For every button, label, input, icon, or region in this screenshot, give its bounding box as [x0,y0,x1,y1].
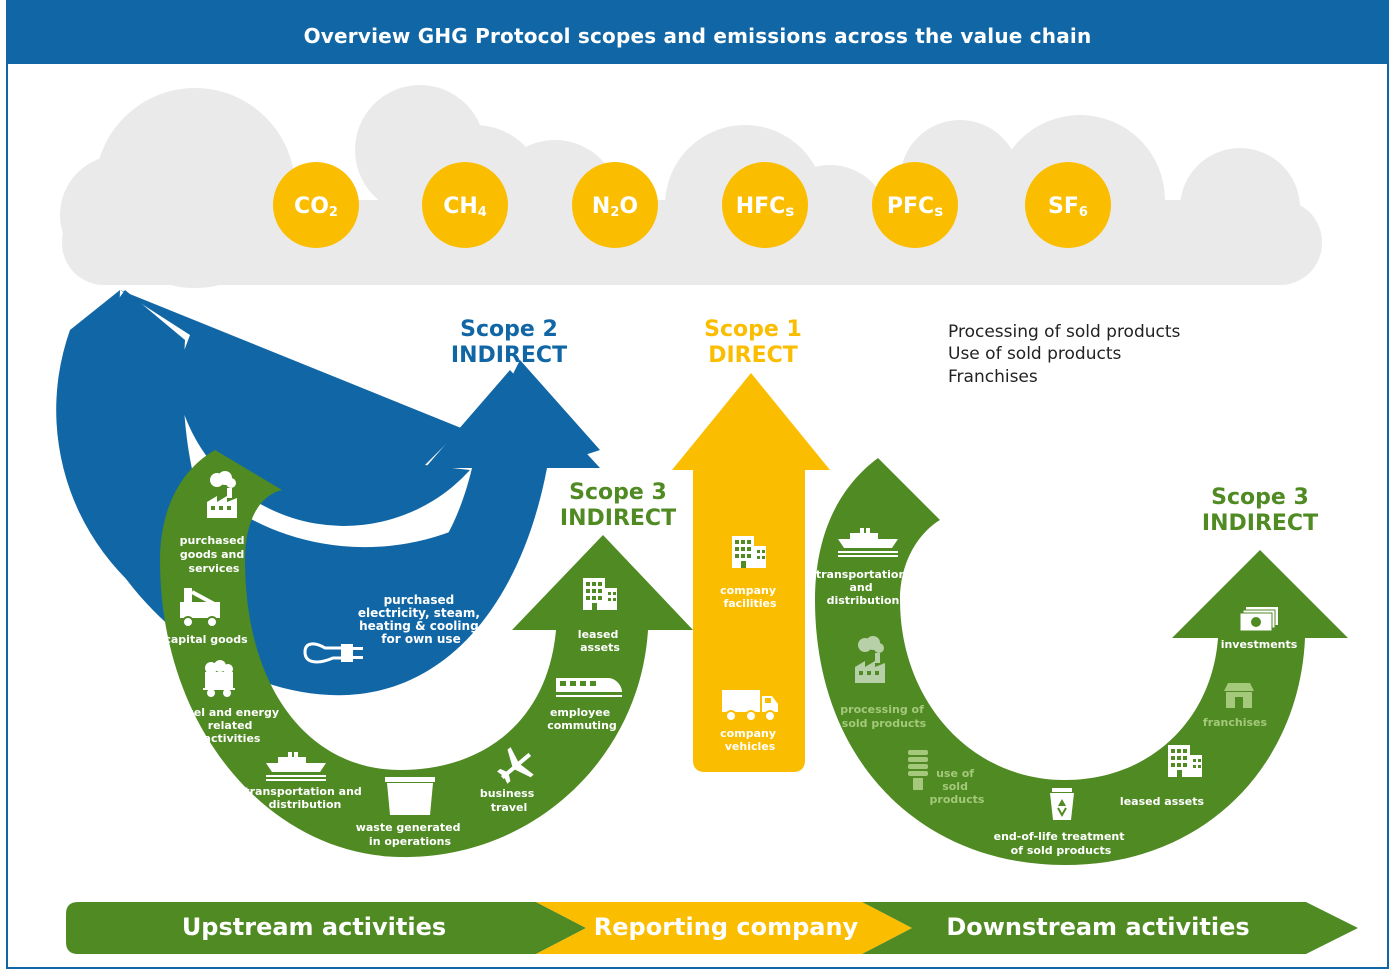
svg-text:N2O: N2O [592,194,638,220]
svg-text:CH4: CH4 [443,194,487,220]
svg-text:capital goods: capital goods [164,633,248,646]
downstream-notes: Processing of sold products Use of sold … [948,322,1181,387]
downstream-item-end-of-life: end-of-life treatment of sold products [994,787,1129,857]
upstream-band [66,902,586,954]
scope3-downstream-arrow [815,458,1348,865]
shop-icon [1224,683,1254,708]
svg-text:leased assets: leased assets [578,628,622,654]
gas-pfcs: PFCs [872,162,958,248]
value-chain-band: Upstream activities Reporting company Do… [66,902,1358,954]
upstream-item-commuting: employee commuting [547,678,622,732]
cloud-background [60,85,1322,288]
svg-text:INDIRECT: INDIRECT [560,506,676,531]
scope1-label: Scope 1 DIRECT [704,317,802,368]
reporting-label: Reporting company [594,913,859,941]
money-icon [1239,607,1278,632]
svg-text:company facilities: company facilities [720,584,780,610]
reporting-band [536,902,912,954]
downstream-item-processing: processing of sold products [840,636,927,730]
gas-n2o: N2O [572,162,658,248]
svg-text:Scope 3: Scope 3 [569,480,667,505]
svg-text:Scope 3: Scope 3 [1211,485,1309,510]
upstream-label: Upstream activities [182,913,446,941]
scope1-arrow [672,373,830,772]
upstream-item-transport: transportation and distribution [244,752,365,811]
downstream-band [862,902,1358,954]
svg-text:company vehicles: company vehicles [720,727,780,753]
downstream-label: Downstream activities [946,913,1249,941]
gas-ch4: CH4 [422,162,508,248]
scope1-item-company-facilities: company facilities [720,536,780,610]
svg-text:Scope 1: Scope 1 [704,317,802,342]
svg-text:leased assets: leased assets [1120,795,1205,808]
train-icon [556,678,622,697]
upstream-item-capital-goods: capital goods [164,588,248,646]
svg-text:purchased electricity, s: purchased electricity, steam, heating & … [358,593,484,646]
page-title: Overview GHG Protocol scopes and emissio… [6,0,1389,64]
svg-text:Processing of sold products: Processing of sold products [948,322,1181,342]
upstream-item-waste: waste generated in operations [356,777,465,848]
svg-text:INDIRECT: INDIRECT [451,343,567,368]
svg-text:waste generated in opera: waste generated in operations [356,821,465,848]
downstream-item-transport: transportation and distribution [816,528,910,607]
svg-text:use of sold produc: use of sold products [930,767,985,806]
downstream-item-franchises: franchises [1203,683,1268,729]
svg-text:employee commuting: employee commuting [547,706,617,732]
gas-hfcs: HFCs [722,162,808,248]
svg-text:DIRECT: DIRECT [708,343,798,368]
airplane-icon [497,747,534,784]
coal-cart-icon [203,660,235,697]
svg-text:business travel: business travel [480,787,538,814]
svg-text:Scope 2: Scope 2 [460,317,558,342]
svg-text:end-of-life treatment of: end-of-life treatment of sold products [994,830,1129,857]
dumpster-icon [385,777,435,815]
svg-text:transportation and distr: transportation and distribution [244,785,365,811]
bulb-icon [908,750,928,790]
svg-text:INDIRECT: INDIRECT [1202,511,1318,536]
gas-sf6: SF6 [1025,162,1111,248]
svg-text:investments: investments [1221,638,1298,651]
svg-text:HFCs: HFCs [736,194,795,220]
scope3-upstream-arrow [160,450,693,858]
plug-icon [303,642,363,664]
truck-crane-icon [180,588,220,628]
svg-text:franchises: franchises [1203,716,1268,729]
svg-text:SF6: SF6 [1048,194,1088,220]
downstream-item-investments: investments [1221,607,1298,651]
svg-text:PFCs: PFCs [887,194,943,220]
gas-co2: CO2 [273,162,359,248]
scope2-item-purchased-electricity: purchased electricity, steam, heating & … [303,593,484,664]
upstream-item-purchased-goods: purchased goods and services [180,471,249,575]
scope1-item-company-vehicles: company vehicles [720,689,780,753]
svg-text:fuel and energy related: fuel and energy related activities [181,706,283,745]
svg-text:Franchises: Franchises [948,367,1038,387]
svg-text:purchased goods and: purchased goods and services [180,534,249,575]
svg-text:CO2: CO2 [294,194,338,220]
svg-text:Use of sold products: Use of sold products [948,344,1122,364]
greenhouse-gases: CO2 CH4 N2O HFCs PFCs SF6 [273,162,1111,248]
downstream-item-use: use of sold products [908,750,985,806]
scope3-upstream-label: Scope 3 INDIRECT [560,480,676,531]
upstream-item-fuel-energy: fuel and energy related activities [181,660,283,745]
scope3-downstream-label: Scope 3 INDIRECT [1202,485,1318,536]
downstream-item-leased-assets: leased assets [1120,745,1205,808]
upstream-item-leased-assets: leased assets [578,578,622,654]
svg-text:processing of sold produ: processing of sold products [840,703,927,730]
scope2-label: Scope 2 INDIRECT [451,317,567,368]
svg-text:transportation and: transportation and distribution [816,568,910,607]
upstream-item-business-travel: business travel [480,747,538,814]
